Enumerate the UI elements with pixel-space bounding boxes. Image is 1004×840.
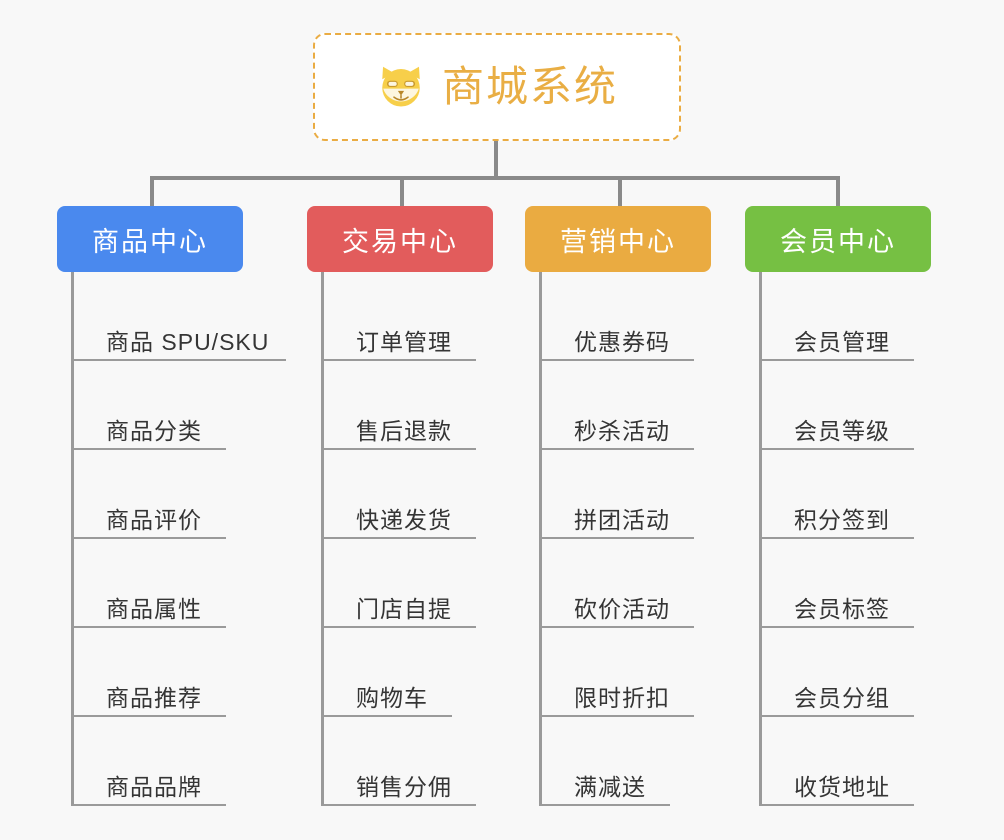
leaf-item[interactable]: 会员标签	[762, 539, 992, 628]
leaf-item[interactable]: 秒杀活动	[542, 361, 772, 450]
leaf-label: 购物车	[356, 684, 428, 711]
leaf-item[interactable]: 商品 SPU/SKU	[74, 272, 304, 361]
leaf-label: 销售分佣	[356, 773, 452, 800]
connector-horizontal-bus	[150, 176, 840, 180]
leaf-label: 售后退款	[356, 417, 452, 444]
branch-header-4[interactable]: 会员中心	[745, 206, 931, 272]
connector-root-stem	[494, 141, 498, 178]
leaf-item[interactable]: 订单管理	[324, 272, 554, 361]
root-title: 商城系统	[441, 63, 618, 110]
connector-drop-2	[400, 176, 404, 206]
connector-drop-1	[150, 176, 154, 206]
leaf-label: 收货地址	[794, 773, 890, 800]
leaf-list-2: 订单管理 售后退款 快递发货 门店自提 购物车 销售分佣	[321, 272, 554, 806]
connector-drop-4	[836, 176, 840, 206]
branch-营销中心: 营销中心 优惠券码 秒杀活动 拼团活动 砍价活动 限时折扣 满减送	[525, 206, 772, 806]
leaf-label: 优惠券码	[574, 328, 670, 355]
leaf-item[interactable]: 购物车	[324, 628, 554, 717]
leaf-label: 快递发货	[356, 506, 452, 533]
leaf-label: 商品分类	[106, 417, 202, 444]
shiba-dog-face-icon	[382, 66, 420, 107]
branch-会员中心: 会员中心 会员管理 会员等级 积分签到 会员标签 会员分组 收货地址	[745, 206, 992, 806]
leaf-label: 会员管理	[794, 328, 890, 355]
branch-商品中心: 商品中心 商品 SPU/SKU 商品分类 商品评价 商品属性 商品推荐 商品品牌	[57, 206, 304, 806]
leaf-item[interactable]: 拼团活动	[542, 450, 772, 539]
leaf-label: 秒杀活动	[574, 417, 670, 444]
leaf-label: 商品 SPU/SKU	[106, 328, 270, 355]
root-node[interactable]: 商城系统	[313, 33, 681, 141]
leaf-label: 砍价活动	[574, 595, 670, 622]
leaf-item[interactable]: 会员管理	[762, 272, 992, 361]
leaf-label: 商品评价	[106, 506, 202, 533]
leaf-label: 商品推荐	[106, 684, 202, 711]
branch-header-1[interactable]: 商品中心	[57, 206, 243, 272]
leaf-label: 会员标签	[794, 595, 890, 622]
leaf-item[interactable]: 商品分类	[74, 361, 304, 450]
leaf-item[interactable]: 限时折扣	[542, 628, 772, 717]
leaf-item[interactable]: 收货地址	[762, 717, 992, 806]
leaf-item[interactable]: 商品评价	[74, 450, 304, 539]
leaf-list-3: 优惠券码 秒杀活动 拼团活动 砍价活动 限时折扣 满减送	[539, 272, 772, 806]
leaf-item[interactable]: 优惠券码	[542, 272, 772, 361]
leaf-label: 会员分组	[794, 684, 890, 711]
leaf-label: 订单管理	[356, 328, 452, 355]
branch-header-2[interactable]: 交易中心	[307, 206, 493, 272]
leaf-item[interactable]: 销售分佣	[324, 717, 554, 806]
leaf-item[interactable]: 商品品牌	[74, 717, 304, 806]
connector-drop-3	[618, 176, 622, 206]
leaf-item[interactable]: 砍价活动	[542, 539, 772, 628]
leaf-item[interactable]: 会员分组	[762, 628, 992, 717]
leaf-label: 会员等级	[794, 417, 890, 444]
leaf-item[interactable]: 快递发货	[324, 450, 554, 539]
leaf-label: 拼团活动	[574, 506, 670, 533]
leaf-item[interactable]: 商品推荐	[74, 628, 304, 717]
leaf-list-1: 商品 SPU/SKU 商品分类 商品评价 商品属性 商品推荐 商品品牌	[71, 272, 304, 806]
leaf-item[interactable]: 售后退款	[324, 361, 554, 450]
leaf-item[interactable]: 会员等级	[762, 361, 992, 450]
branch-交易中心: 交易中心 订单管理 售后退款 快递发货 门店自提 购物车 销售分佣	[307, 206, 554, 806]
leaf-item[interactable]: 积分签到	[762, 450, 992, 539]
leaf-item[interactable]: 商品属性	[74, 539, 304, 628]
leaf-label: 限时折扣	[574, 684, 670, 711]
branch-header-3[interactable]: 营销中心	[525, 206, 711, 272]
leaf-item[interactable]: 满减送	[542, 717, 772, 806]
leaf-label: 商品品牌	[106, 773, 202, 800]
leaf-label: 门店自提	[356, 595, 452, 622]
leaf-label: 商品属性	[106, 595, 202, 622]
leaf-item[interactable]: 门店自提	[324, 539, 554, 628]
leaf-label: 积分签到	[794, 506, 890, 533]
leaf-list-4: 会员管理 会员等级 积分签到 会员标签 会员分组 收货地址	[759, 272, 992, 806]
leaf-label: 满减送	[574, 773, 646, 800]
